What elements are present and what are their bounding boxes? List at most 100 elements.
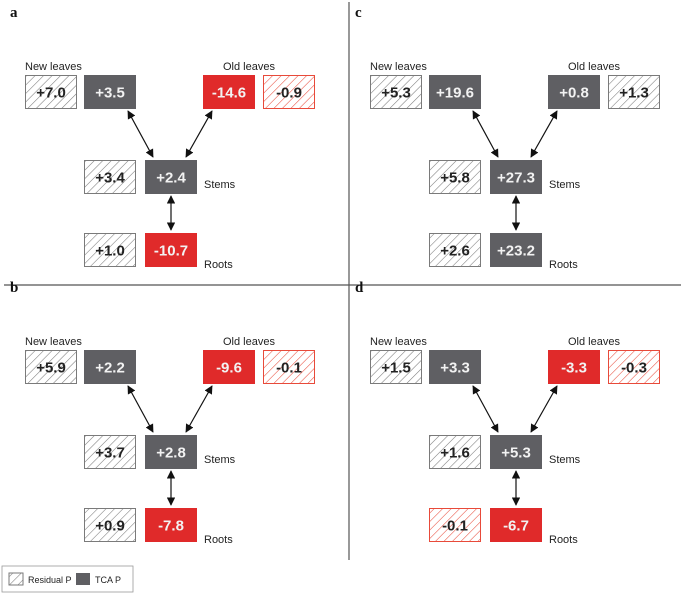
old-leaves-residual-box [263,350,315,384]
new-leaves-label: New leaves [370,61,427,73]
stems-tca-box [490,160,542,194]
stems-residual-value: +3.7 [95,445,125,462]
roots-residual-box [429,508,481,542]
roots-residual-value: +0.9 [95,518,125,535]
new-leaves-tca-box [429,75,481,109]
stems-tca-value: +5.3 [501,445,531,462]
stems-tca-value: +27.3 [497,170,535,187]
roots-tca-box [145,508,197,542]
stems-residual-box [84,435,136,469]
new-leaves-residual-box [25,75,77,109]
stems-tca-box [490,435,542,469]
old-leaves-tca-box [548,75,600,109]
stems-tca-box [145,160,197,194]
new-leaves-residual-box [25,350,77,384]
roots-tca-value: -6.7 [503,518,529,535]
new-leaves-tca-value: +19.6 [436,85,474,102]
roots-tca-box [145,233,197,267]
legend-residual-label: Residual P [28,575,72,585]
new-leaves-label: New leaves [25,336,82,348]
old-leaves-residual-value: -0.3 [621,360,647,377]
stems-tca-box [145,435,197,469]
stems-residual-box [84,160,136,194]
roots-tca-box [490,233,542,267]
legend-residual-swatch [8,572,24,586]
arrow-old-leaves-stems [530,110,558,158]
old-leaves-tca-value: -14.6 [212,85,246,102]
stems-residual-value: +1.6 [440,445,470,462]
old-leaves-residual-box [608,350,660,384]
roots-residual-value: +1.0 [95,243,125,260]
roots-residual-box [429,233,481,267]
new-leaves-tca-value: +2.2 [95,360,125,377]
panel-label: b [10,280,18,296]
panel-label: a [10,5,18,21]
old-leaves-label: Old leaves [568,61,620,73]
stems-residual-value: +5.8 [440,170,470,187]
roots-label: Roots [549,259,578,271]
panel-label: c [355,5,362,21]
new-leaves-residual-value: +5.3 [381,85,411,102]
new-leaves-tca-box [84,350,136,384]
roots-tca-value: -10.7 [154,243,188,260]
legend-frame [1,565,134,593]
legend: Residual P TCA P [1,565,134,593]
new-leaves-residual-value: +5.9 [36,360,66,377]
stems-label: Stems [204,454,236,466]
roots-tca-value: -7.8 [158,518,184,535]
old-leaves-residual-value: -0.1 [276,360,302,377]
old-leaves-residual-box [263,75,315,109]
old-leaves-residual-value: -0.9 [276,85,302,102]
new-leaves-residual-value: +1.5 [381,360,411,377]
new-leaves-tca-value: +3.5 [95,85,125,102]
old-leaves-residual-value: +1.3 [619,85,649,102]
stems-residual-box [429,160,481,194]
new-leaves-label: New leaves [370,336,427,348]
stems-residual-box [429,435,481,469]
legend-tca-swatch [76,573,90,585]
roots-tca-box [490,508,542,542]
old-leaves-tca-value: -3.3 [561,360,587,377]
arrow-new-leaves-stems [472,385,499,433]
arrow-new-leaves-stems [127,110,154,158]
new-leaves-label: New leaves [25,61,82,73]
stems-label: Stems [549,179,581,191]
old-leaves-tca-value: -9.6 [216,360,242,377]
arrow-old-leaves-stems [185,385,213,433]
panel-label: d [355,280,364,296]
arrow-new-leaves-stems [472,110,499,158]
arrow-new-leaves-stems [127,385,154,433]
new-leaves-residual-box [370,75,422,109]
roots-label: Roots [204,259,233,271]
old-leaves-tca-box [203,75,255,109]
old-leaves-label: Old leaves [568,336,620,348]
old-leaves-label: Old leaves [223,336,275,348]
stems-tca-value: +2.4 [156,170,186,187]
roots-tca-value: +23.2 [497,243,535,260]
arrow-old-leaves-stems [185,110,213,158]
new-leaves-tca-box [429,350,481,384]
roots-residual-box [84,233,136,267]
stems-label: Stems [204,179,236,191]
new-leaves-tca-value: +3.3 [440,360,470,377]
old-leaves-tca-value: +0.8 [559,85,589,102]
new-leaves-residual-box [370,350,422,384]
roots-label: Roots [204,534,233,546]
roots-residual-box [84,508,136,542]
stems-tca-value: +2.8 [156,445,186,462]
old-leaves-label: Old leaves [223,61,275,73]
old-leaves-residual-box [608,75,660,109]
old-leaves-tca-box [203,350,255,384]
roots-residual-value: +2.6 [440,243,470,260]
stems-residual-value: +3.4 [95,170,125,187]
roots-label: Roots [549,534,578,546]
arrow-old-leaves-stems [530,385,558,433]
old-leaves-tca-box [548,350,600,384]
stems-label: Stems [549,454,581,466]
new-leaves-residual-value: +7.0 [36,85,66,102]
